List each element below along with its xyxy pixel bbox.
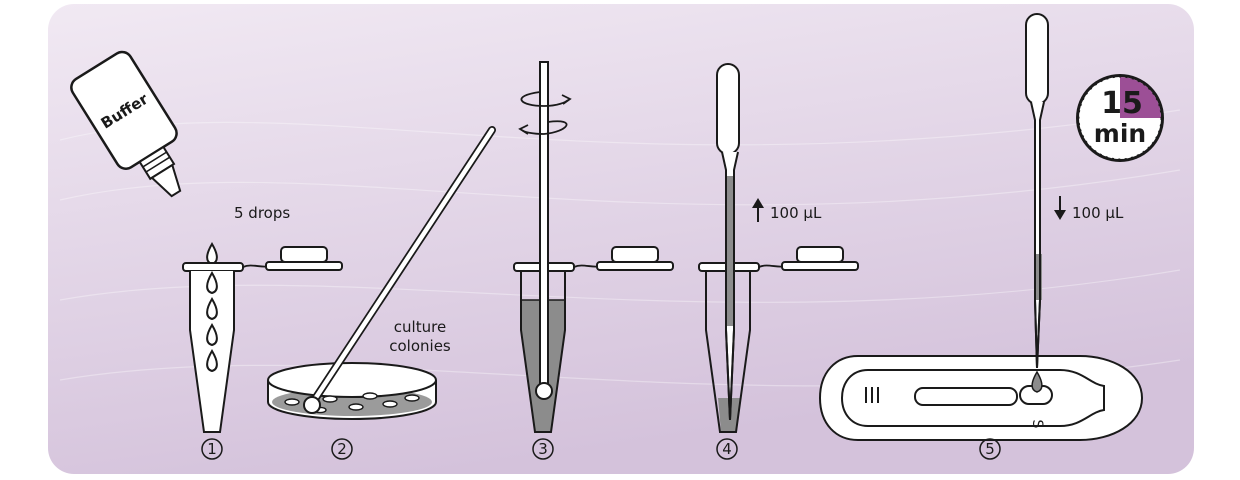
step-2-collect-colonies: culture colonies 2 <box>267 126 496 460</box>
timer-15-min: 15 min <box>1076 74 1164 162</box>
colonies-label-line2: colonies <box>389 337 451 355</box>
drops-in-tube <box>206 271 218 373</box>
step-4-number-circle <box>716 438 738 460</box>
buffer-bottle: Buffer <box>70 50 182 198</box>
pipette-4 <box>716 63 740 421</box>
petri-dish <box>267 362 437 420</box>
swab <box>303 126 496 414</box>
drops-label: 5 drops <box>234 204 290 222</box>
step-2-number-circle <box>331 438 353 460</box>
step-5-volume-label: 100 µL <box>1072 204 1124 222</box>
pipette-5 <box>1025 13 1049 369</box>
step-3-rotate-swab: 3 <box>513 61 674 460</box>
timer-elapsed-wedge <box>1120 77 1161 118</box>
colonies-label-line1: culture <box>394 318 446 336</box>
cassette-sample-mark: S <box>1029 420 1045 429</box>
cassette-grip-lines <box>865 387 879 403</box>
step-4-volume-label: 100 µL <box>770 204 822 222</box>
step-1-add-buffer: Buffer 5 drops 1 <box>70 50 343 460</box>
test-cassette: S <box>818 355 1144 441</box>
step-3-number-circle <box>532 438 554 460</box>
dispensed-drop <box>1031 370 1043 393</box>
result-window <box>914 387 1018 406</box>
rotate-arrows-icon <box>518 91 572 135</box>
step-5-number-circle <box>979 438 1001 460</box>
arrow-down-icon <box>1054 196 1066 220</box>
step-4-number: 4 <box>722 440 732 458</box>
timer-unit: min <box>1094 119 1146 148</box>
step-5-dispense-to-cassette: S 100 µL 5 <box>818 13 1144 460</box>
step-5-number: 5 <box>985 440 995 458</box>
step-1-number-circle <box>201 438 223 460</box>
swab-in-tube <box>535 61 553 400</box>
arrow-up-icon <box>752 198 764 222</box>
timer-value: 15 <box>1101 86 1143 121</box>
step-4-draw-sample: 100 µL 4 <box>698 63 859 460</box>
step-2-number: 2 <box>337 440 347 458</box>
step-1-number: 1 <box>207 440 217 458</box>
step-3-number: 3 <box>538 440 548 458</box>
